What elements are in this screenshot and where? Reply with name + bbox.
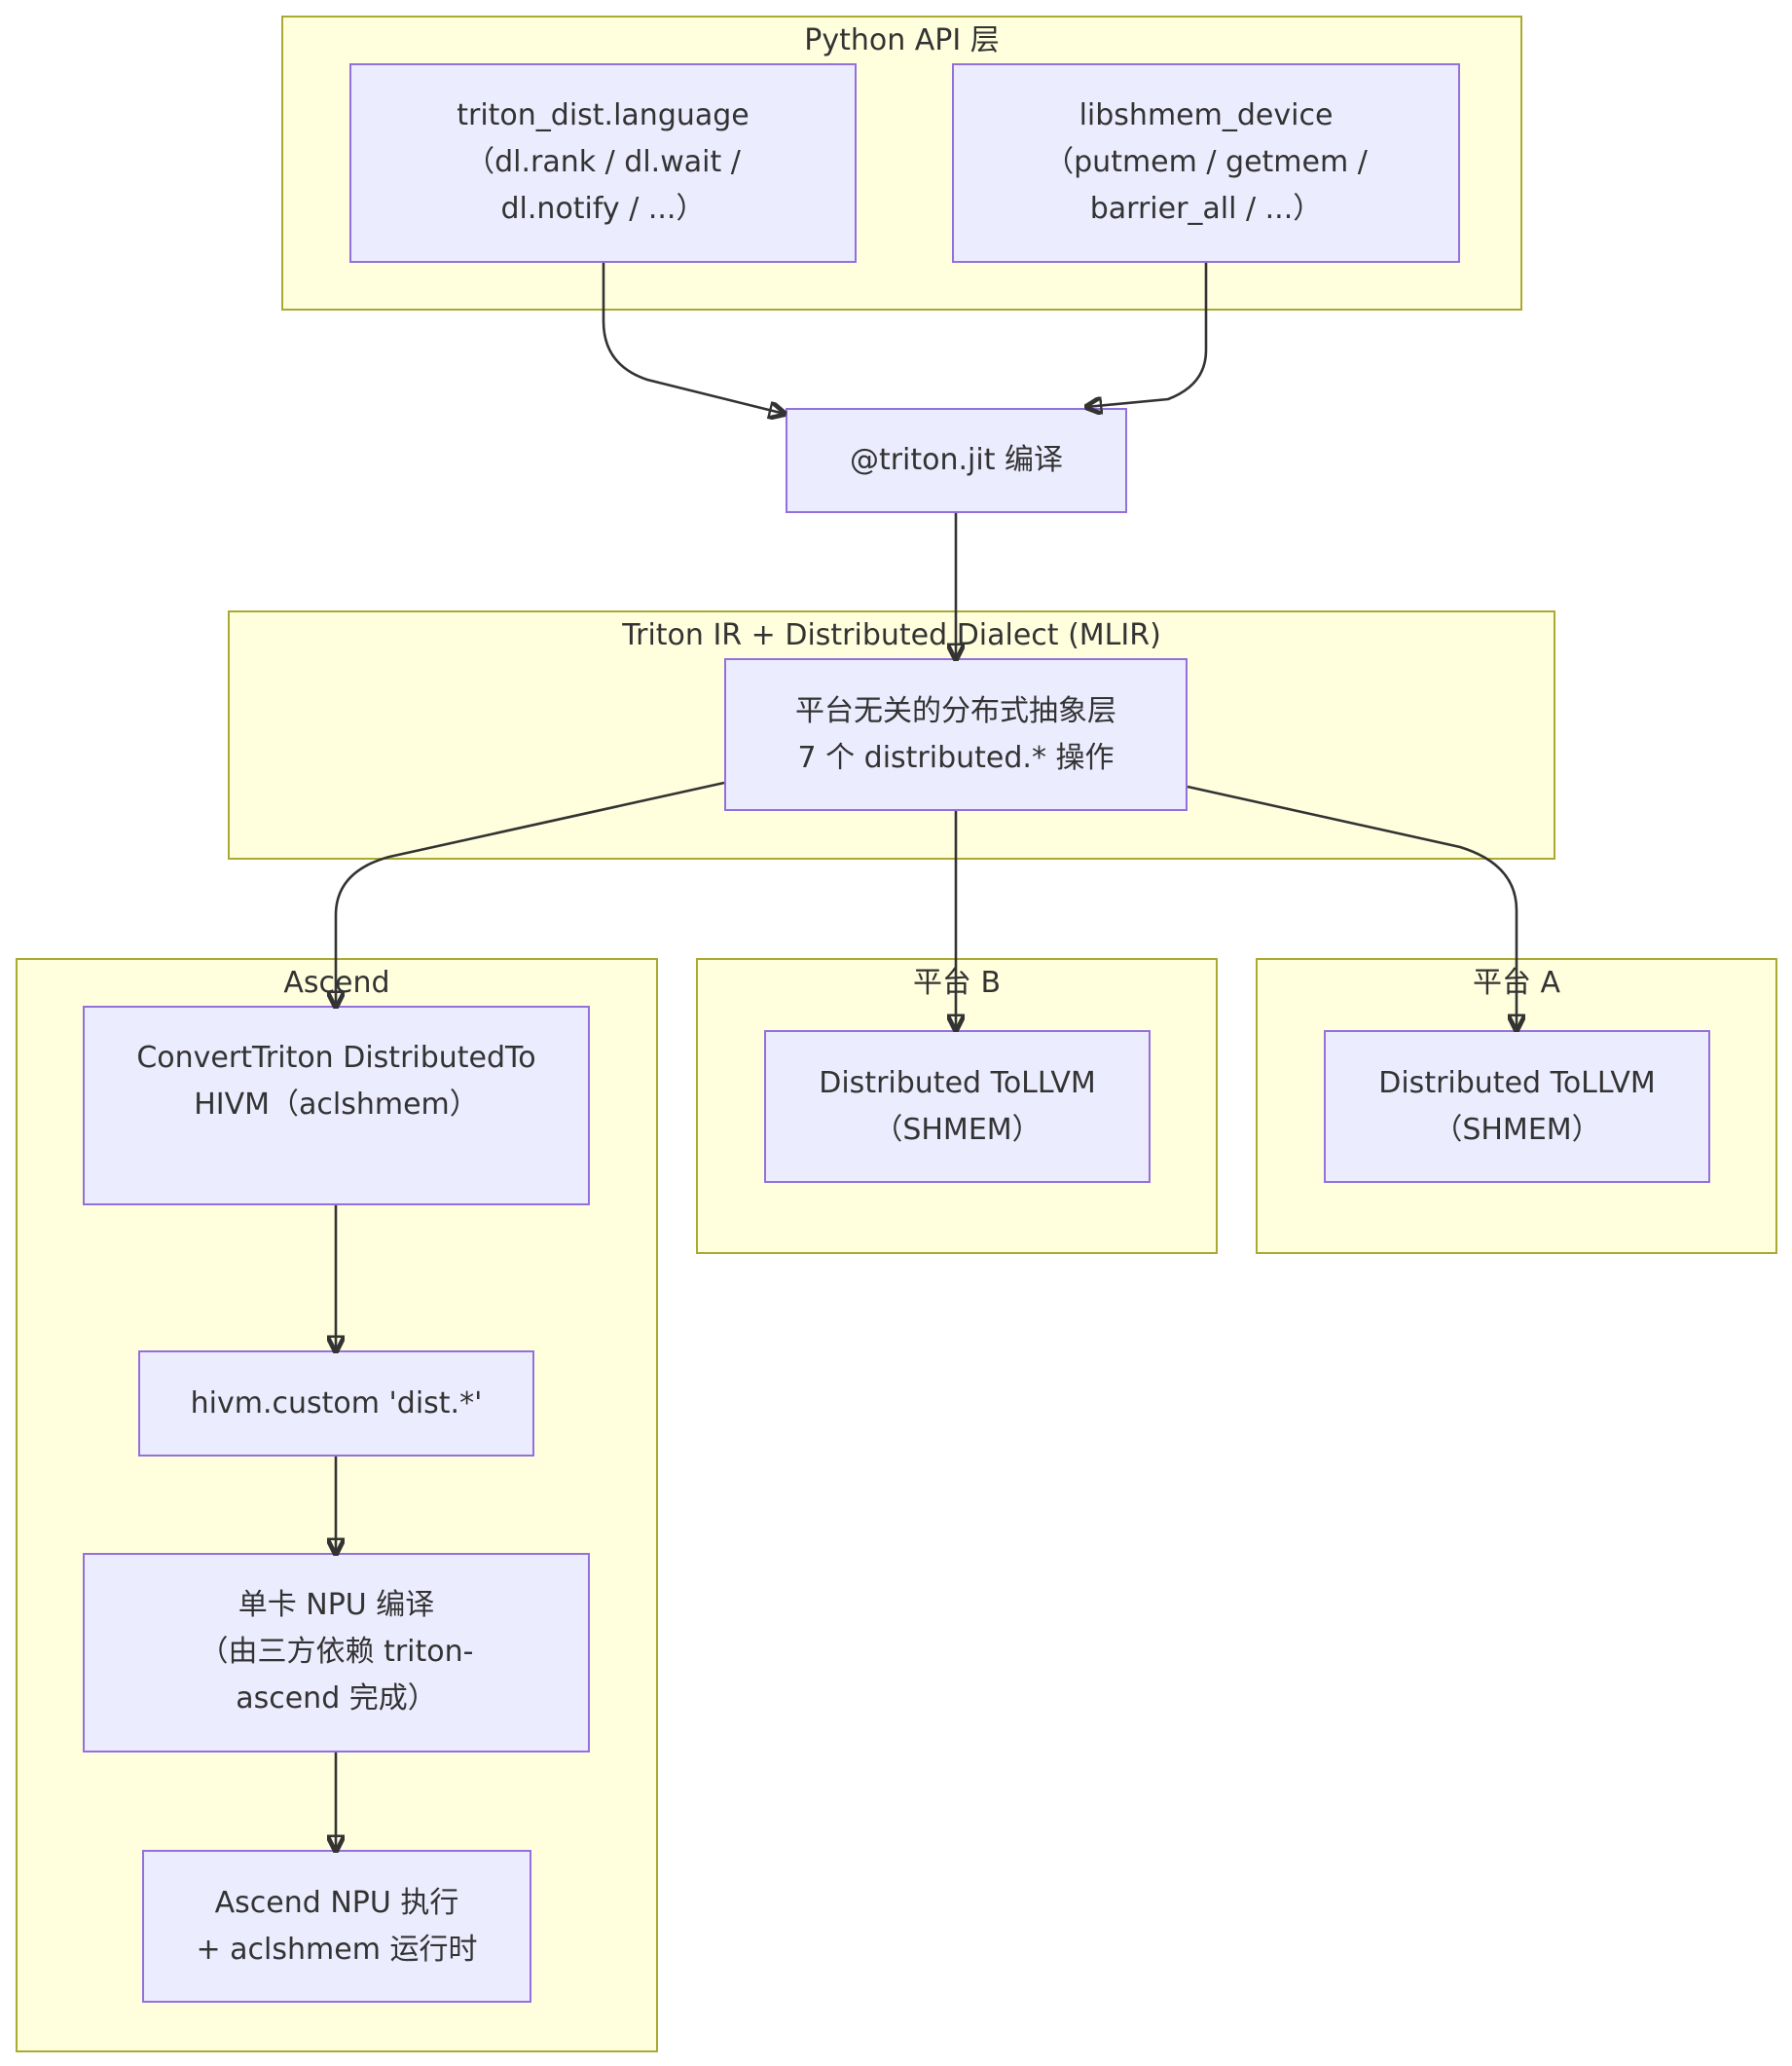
node-line: hivm.custom 'dist.*': [190, 1385, 483, 1420]
node-line: （SHMEM）: [873, 1112, 1042, 1147]
node-line: + aclshmem 运行时: [196, 1932, 478, 1967]
node-line: Ascend NPU 执行: [214, 1885, 459, 1920]
node-line: （dl.rank / dl.wait /: [465, 145, 741, 179]
group-title-ascend: Ascend: [283, 966, 390, 1000]
node-line: 平台无关的分布式抽象层: [795, 693, 1116, 728]
node-single-npu-compile: 单卡 NPU 编译 （由三方依赖 triton- ascend 完成）: [83, 1553, 590, 1752]
node-line: Distributed ToLLVM: [1378, 1065, 1656, 1100]
node-platform-b-tollvm: Distributed ToLLVM （SHMEM）: [764, 1030, 1151, 1183]
node-line: triton_dist.language: [457, 98, 750, 132]
group-title-python-api: Python API 层: [804, 23, 1000, 57]
node-line: Distributed ToLLVM: [819, 1065, 1096, 1100]
node-ascend-npu-exec: Ascend NPU 执行 + aclshmem 运行时: [142, 1850, 531, 2003]
node-line: 单卡 NPU 编译: [238, 1588, 435, 1622]
node-line: （SHMEM）: [1433, 1112, 1601, 1147]
node-line: 7 个 distributed.* 操作: [797, 740, 1115, 775]
group-title-platform-a: 平台 A: [1472, 966, 1561, 1000]
node-platform-a-tollvm: Distributed ToLLVM （SHMEM）: [1324, 1030, 1710, 1183]
group-title-triton-ir: Triton IR + Distributed Dialect (MLIR): [622, 618, 1161, 652]
node-line: HIVM（aclshmem）: [194, 1088, 479, 1122]
node-line: @triton.jit 编译: [849, 443, 1064, 477]
node-convert-to-hivm: ConvertTriton DistributedTo HIVM（aclshme…: [83, 1006, 590, 1205]
node-line: ascend 完成）: [236, 1681, 437, 1716]
node-abstraction-layer: 平台无关的分布式抽象层 7 个 distributed.* 操作: [724, 658, 1188, 811]
node-line: （putmem / getmem /: [1044, 145, 1368, 179]
node-libshmem-device: libshmem_device （putmem / getmem / barri…: [952, 63, 1460, 263]
node-line: libshmem_device: [1079, 98, 1334, 132]
node-line: dl.notify / ...）: [500, 192, 706, 226]
node-triton-jit: @triton.jit 编译: [786, 408, 1127, 513]
node-line: ConvertTriton DistributedTo: [136, 1041, 536, 1075]
node-triton-dist-language: triton_dist.language （dl.rank / dl.wait …: [349, 63, 857, 263]
node-hivm-custom: hivm.custom 'dist.*': [138, 1350, 534, 1457]
node-line: （由三方依赖 triton-: [199, 1635, 474, 1669]
group-title-platform-b: 平台 B: [912, 966, 1002, 1000]
node-line: barrier_all / ...）: [1089, 192, 1323, 226]
